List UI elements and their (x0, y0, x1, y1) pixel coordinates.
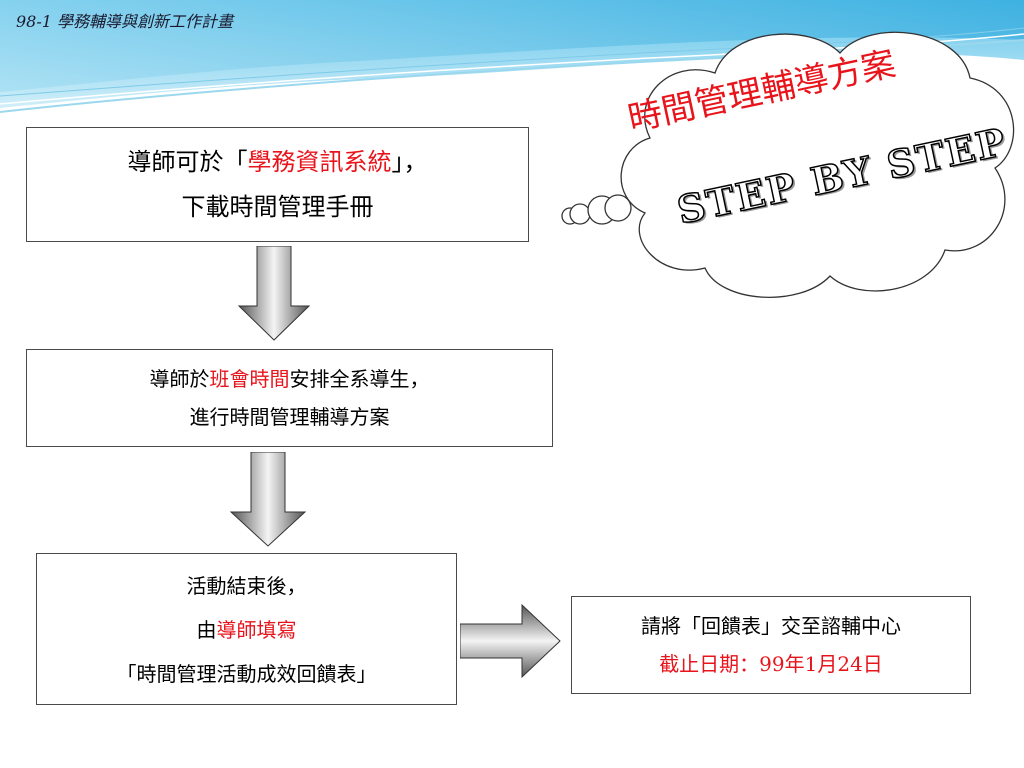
down-arrow-icon (238, 246, 310, 341)
thought-cloud (561, 31, 1015, 299)
step-4-line-1: 請將「回饋表」交至諮輔中心 (641, 614, 901, 638)
step-3-highlight: 導師填寫 (216, 618, 297, 642)
step-box-4: 請將「回饋表」交至諮輔中心 截止日期：99年1月24日 (571, 596, 971, 694)
step-2-text-post: 安排全系導生， (289, 367, 430, 391)
step-2-text-pre: 導師於 (149, 367, 210, 391)
right-arrow-icon (460, 604, 561, 678)
step-3-line-3: 「時間管理活動成效回饋表」 (116, 662, 377, 686)
step-3-text-pre: 由 (196, 618, 217, 642)
step-2-line-1: 導師於班會時間安排全系導生， (27, 360, 552, 398)
step-box-1: 導師可於「學務資訊系統」， 下載時間管理手冊 (26, 127, 529, 242)
step-1-line-1: 導師可於「學務資訊系統」， (27, 140, 528, 185)
step-1-text-pre: 導師可於「 (127, 148, 248, 176)
step-3-line-1: 活動結束後， (186, 574, 307, 598)
step-1-highlight: 學務資訊系統 (247, 148, 392, 176)
step-2-line-2: 進行時間管理輔導方案 (189, 405, 390, 429)
step-1-text-post: 」， (391, 148, 428, 176)
step-box-2: 導師於班會時間安排全系導生， 進行時間管理輔導方案 (26, 349, 553, 447)
step-2-highlight: 班會時間 (209, 367, 290, 391)
header-title: 98-1 學務輔導與創新工作計畫 (16, 12, 234, 31)
step-3-line-2: 由導師填寫 (37, 608, 456, 652)
step-1-line-2: 下載時間管理手冊 (181, 193, 374, 221)
step-box-3: 活動結束後， 由導師填寫 「時間管理活動成效回饋表」 (36, 553, 457, 705)
deadline-text: 截止日期：99年1月24日 (659, 652, 883, 676)
down-arrow-icon (230, 452, 306, 547)
